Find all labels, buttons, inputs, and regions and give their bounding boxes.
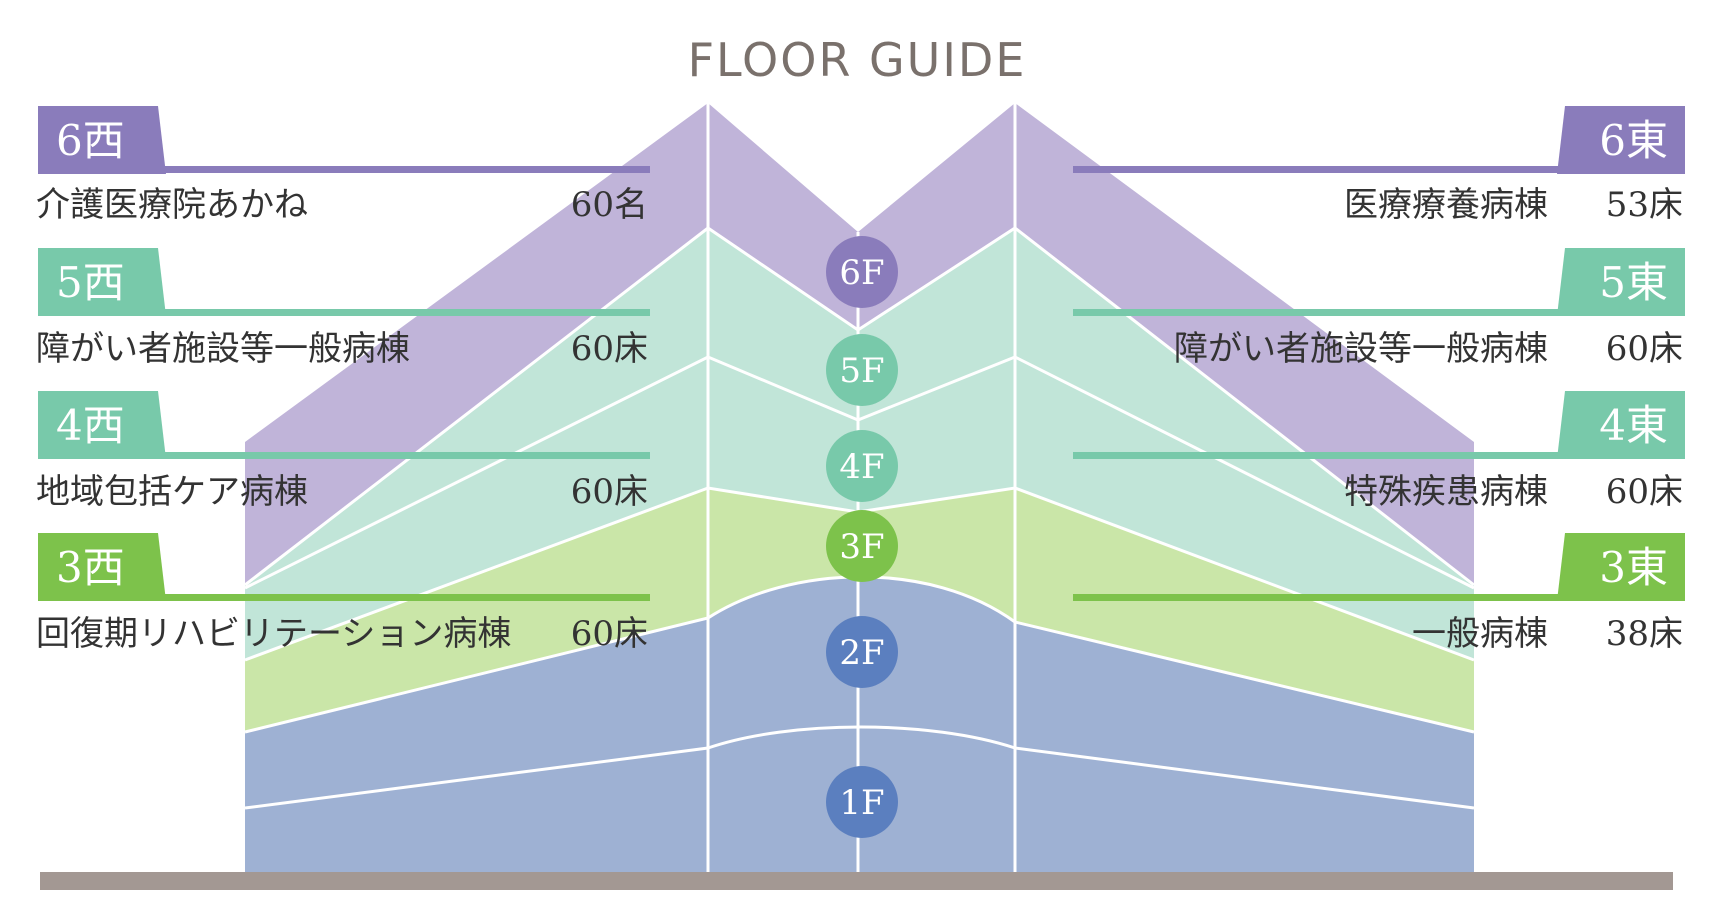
west-ward-count-3: 60床 <box>571 614 648 654</box>
east-rule-3 <box>1073 594 1685 601</box>
east-tab-3 <box>1557 533 1685 601</box>
west-tab-label-4: 4西 <box>56 401 125 450</box>
east-ward-name-3: 一般病棟 <box>1412 614 1548 654</box>
west-ward-name-6: 介護医療院あかね <box>36 185 308 225</box>
west-tab-label-3: 3西 <box>56 543 125 592</box>
east-ward-count-4: 60床 <box>1606 472 1683 512</box>
west-ward-count-4: 60床 <box>571 472 648 512</box>
east-ward-name-5: 障がい者施設等一般病棟 <box>1174 329 1548 369</box>
floor-label-4f: 4F <box>839 447 884 487</box>
east-tab-label-5: 5東 <box>1599 258 1668 307</box>
east-rule-6 <box>1073 166 1685 173</box>
west-ward-name-4: 地域包括ケア病棟 <box>36 472 308 512</box>
west-ward-name-3: 回復期リハビリテーション病棟 <box>36 614 511 654</box>
west-tab-label-5: 5西 <box>56 258 125 307</box>
west-rule-6 <box>38 166 650 173</box>
floor-label-2f: 2F <box>839 633 884 673</box>
floor-badge-3f <box>826 510 898 582</box>
east-tab-5 <box>1557 248 1685 316</box>
west-tab-4 <box>38 391 166 459</box>
floor-label-6f: 6F <box>839 253 884 293</box>
floor-badge-6f <box>826 236 898 308</box>
east-ward-count-6: 53床 <box>1606 185 1683 225</box>
west-tab-label-6: 6西 <box>56 116 125 165</box>
floor-badge-4f <box>826 430 898 502</box>
east-legend: 6東 医療療養病棟 53床 5東 障がい者施設等一般病棟 60床 4東 特殊疾患… <box>1073 106 1685 654</box>
floor-label-3f: 3F <box>839 527 884 567</box>
floor-badge-2f <box>826 616 898 688</box>
east-tab-label-3: 3東 <box>1599 543 1668 592</box>
east-ward-count-3: 38床 <box>1606 614 1683 654</box>
ground-bar <box>40 872 1673 890</box>
floor-badge-5f <box>826 334 898 406</box>
east-tab-label-6: 6東 <box>1599 116 1668 165</box>
west-tab-5 <box>38 248 166 316</box>
east-ward-name-6: 医療療養病棟 <box>1344 185 1548 225</box>
floor-badge-1f <box>826 766 898 838</box>
west-tab-3 <box>38 533 166 601</box>
west-ward-count-6: 60名 <box>571 185 648 225</box>
east-rule-4 <box>1073 452 1685 459</box>
west-legend: 6西 介護医療院あかね 60名 5西 障がい者施設等一般病棟 60床 4西 地域… <box>36 106 650 654</box>
west-rule-4 <box>38 452 650 459</box>
floor-label-5f: 5F <box>839 351 884 391</box>
east-tab-label-4: 4東 <box>1599 401 1668 450</box>
west-ward-name-5: 障がい者施設等一般病棟 <box>36 329 410 369</box>
west-rule-3 <box>38 594 650 601</box>
west-rule-5 <box>38 309 650 316</box>
floor-label-1f: 1F <box>839 783 884 823</box>
page-title: FLOOR GUIDE <box>688 33 1027 87</box>
east-rule-5 <box>1073 309 1685 316</box>
east-tab-6 <box>1557 106 1685 174</box>
west-ward-count-5: 60床 <box>571 329 648 369</box>
east-tab-4 <box>1557 391 1685 459</box>
east-ward-count-5: 60床 <box>1606 329 1683 369</box>
east-ward-name-4: 特殊疾患病棟 <box>1344 472 1548 512</box>
west-tab-6 <box>38 106 166 174</box>
floor-badges: 6F 5F 4F 3F 2F 1F <box>826 236 898 838</box>
